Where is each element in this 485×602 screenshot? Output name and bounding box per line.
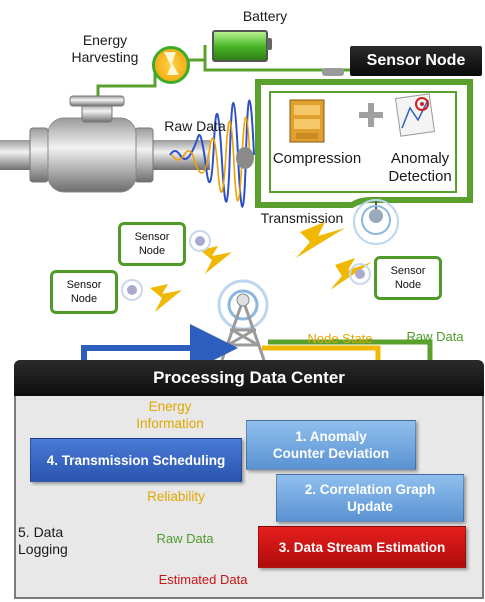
valve-icon xyxy=(0,95,210,193)
sensor-node-small-2-line2: Node xyxy=(70,293,98,305)
transmission-label: Transmission xyxy=(260,210,344,226)
box2-line1: 2. Correlation Graph xyxy=(304,482,436,497)
raw-data-label-right: Raw Data xyxy=(406,329,464,344)
reliability-label: Reliability xyxy=(147,489,205,504)
energy-information-line1: Energy xyxy=(148,399,192,414)
compression-label: Compression xyxy=(272,150,362,167)
node-state-label: Node State xyxy=(307,331,373,346)
sensor-node-small-3: Sensor Node xyxy=(374,256,442,300)
box1-line2: Counter Deviation xyxy=(272,446,390,461)
sensor-node-small-1-line2: Node xyxy=(138,245,166,257)
sensor-node-title: Sensor Node xyxy=(350,46,482,76)
sensor-node-tab-connector xyxy=(322,68,344,76)
raw-data-label-top: Raw Data xyxy=(164,118,226,134)
sensor-node-small-2: Sensor Node xyxy=(50,270,118,314)
energy-information-line2: Information xyxy=(136,416,204,431)
energy-harvesting-label: Energy Harvesting xyxy=(60,32,150,66)
anomaly-detection-icon xyxy=(394,93,436,137)
sensor-node-small-3-line1: Sensor xyxy=(390,265,426,277)
processing-data-center-title: Processing Data Center xyxy=(14,360,484,396)
sensor-node-small-2-line1: Sensor xyxy=(66,279,102,291)
sensor-node-small-1-line1: Sensor xyxy=(134,231,170,243)
sensor-node-small-3-line2: Node xyxy=(394,279,422,291)
correlation-graph-update-box: 2. Correlation Graph Update xyxy=(276,474,464,522)
anomaly-detection-line1: Anomaly xyxy=(390,150,450,167)
battery-icon xyxy=(212,30,272,62)
box1-line1: 1. Anomaly xyxy=(295,429,367,444)
antenna-tower-icon xyxy=(217,279,269,361)
sensor-node-small-1: Sensor Node xyxy=(118,222,186,266)
estimated-data-label: Estimated Data xyxy=(158,572,248,587)
box2-line2: Update xyxy=(347,499,393,514)
raw-data-label-bottom: Raw Data xyxy=(156,531,214,546)
battery-label: Battery xyxy=(242,8,288,24)
data-stream-estimation-box: 3. Data Stream Estimation xyxy=(258,526,466,568)
anomaly-detection-label: Anomaly Detection xyxy=(380,150,460,186)
data-logging-line1: 5. Data xyxy=(18,524,64,540)
energy-harvesting-line2: Harvesting xyxy=(71,49,139,65)
energy-harvesting-icon xyxy=(152,46,190,84)
data-logging-label: 5. Data Logging xyxy=(18,524,84,558)
energy-information-label: Energy Information xyxy=(120,398,220,432)
anomaly-detection-line2: Detection xyxy=(388,168,452,185)
compression-icon xyxy=(289,99,325,143)
transmission-scheduling-box: 4. Transmission Scheduling xyxy=(30,438,242,482)
anomaly-counter-deviation-box: 1. Anomaly Counter Deviation xyxy=(246,420,416,470)
energy-harvesting-line1: Energy xyxy=(82,32,128,48)
data-logging-line2: Logging xyxy=(18,541,68,557)
